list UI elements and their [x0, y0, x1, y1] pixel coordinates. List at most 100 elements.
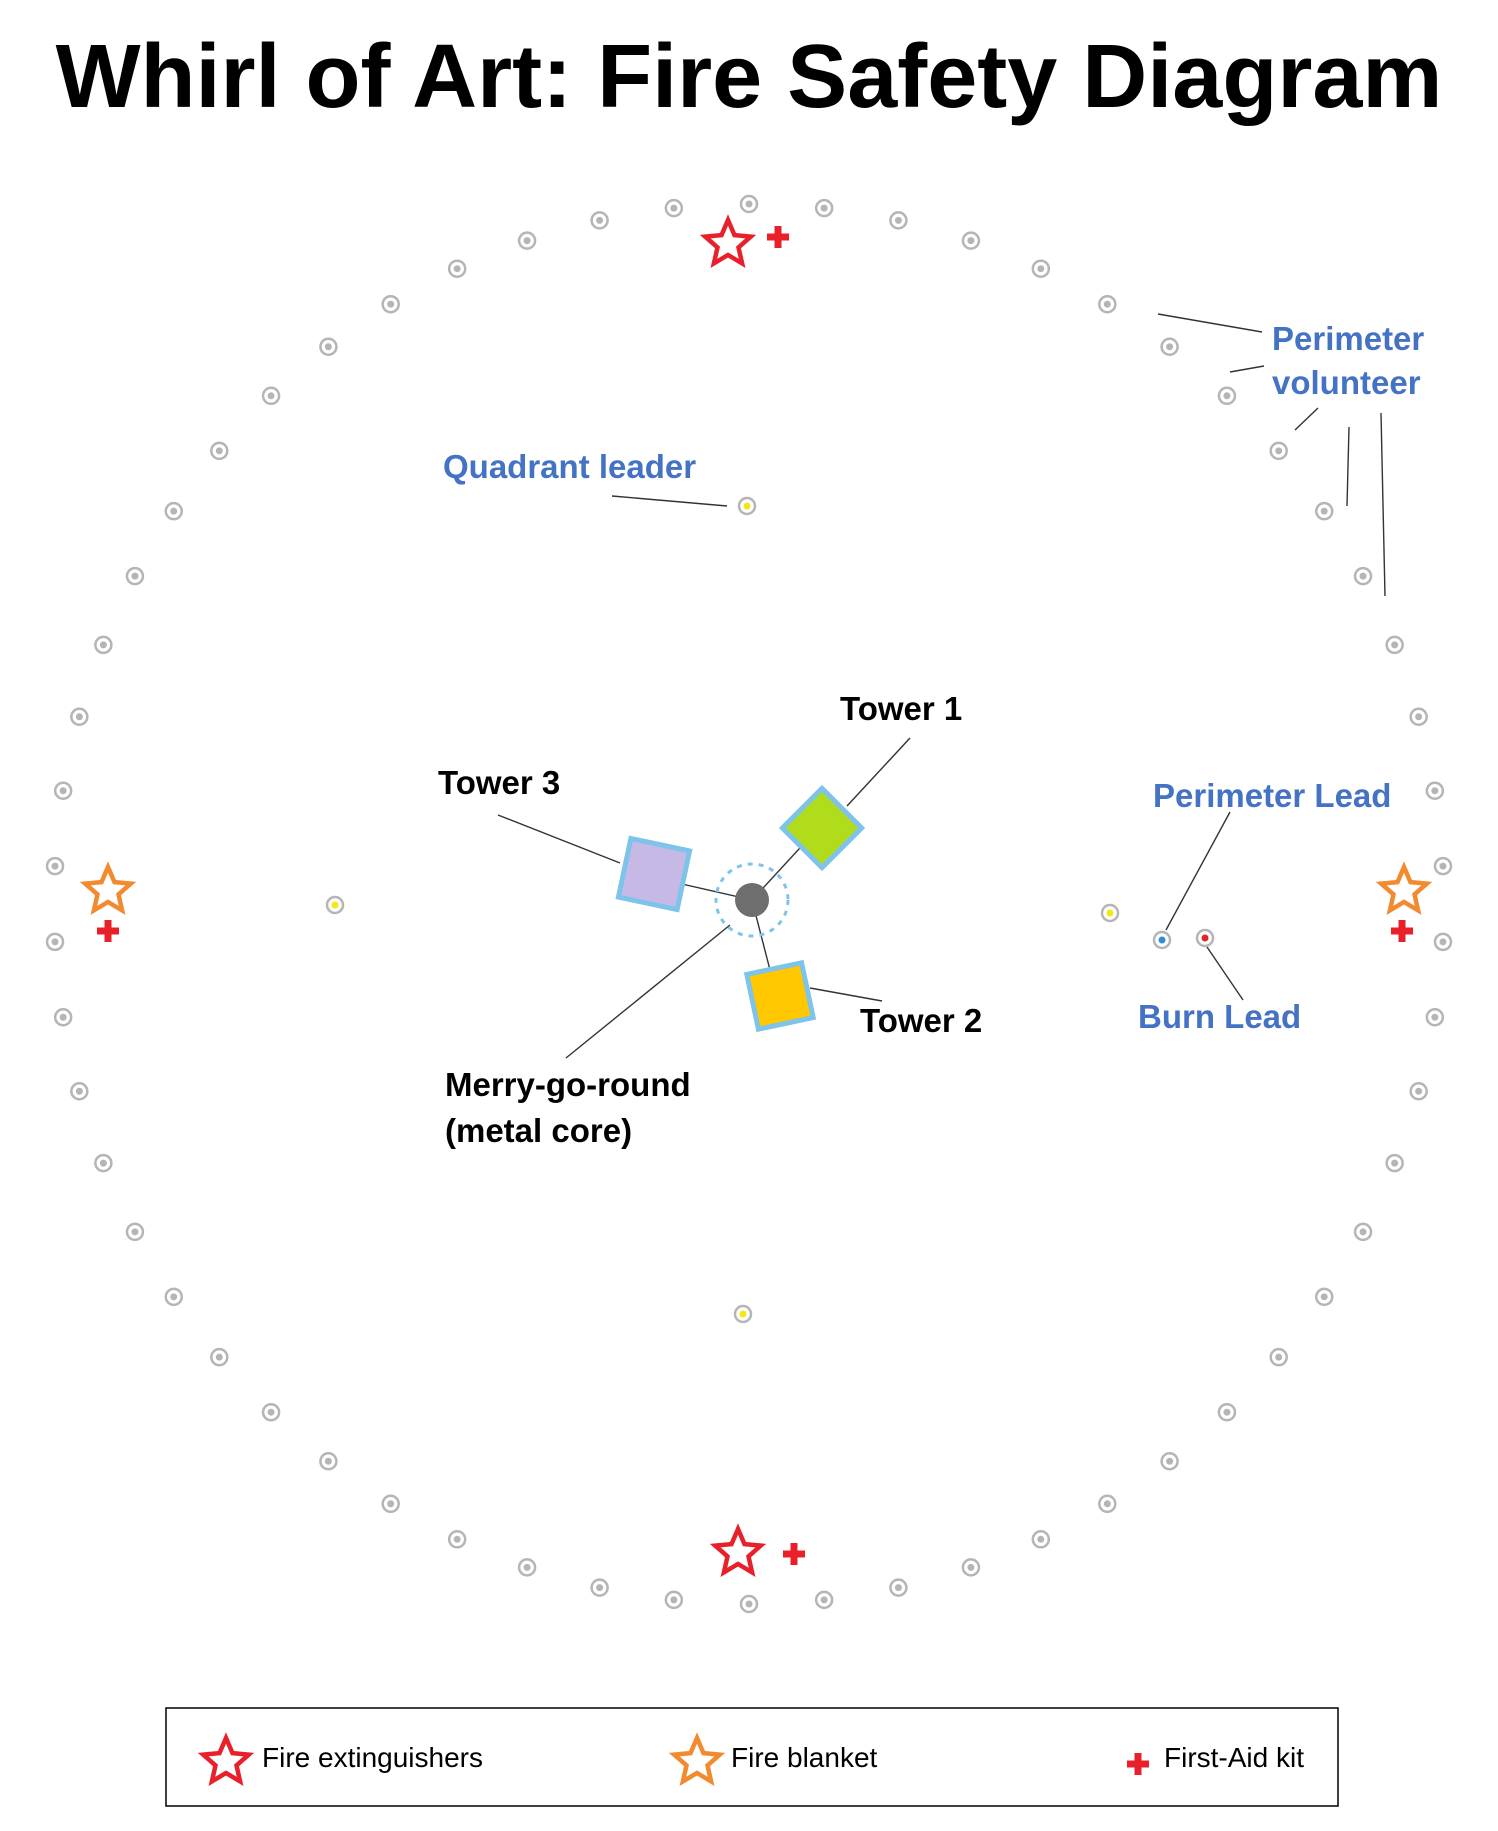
perimeter-volunteer-marker	[1098, 1494, 1117, 1514]
perimeter-volunteer-marker	[664, 1590, 684, 1610]
leader-line-merry-go-round	[565, 924, 731, 1059]
quadrant-leader-marker	[1100, 903, 1120, 923]
tower-2-square	[743, 959, 817, 1033]
perimeter-volunteer-marker	[125, 1222, 145, 1242]
perimeter-volunteer-marker	[381, 1494, 400, 1514]
perimeter-volunteer-marker	[210, 1347, 229, 1367]
legend-label-blanket: Fire blanket	[731, 1742, 878, 1773]
fire-blanket-star-icon	[1375, 861, 1433, 916]
quadrant-leader-marker	[737, 496, 757, 516]
perimeter-volunteer-marker	[517, 1558, 537, 1577]
leader-line-tower2	[809, 987, 883, 1002]
perimeter-volunteer-marker	[70, 707, 89, 726]
perimeter-volunteer-marker	[45, 856, 65, 876]
tower3-label: Tower 3	[438, 764, 560, 801]
first-aid-cross-icon	[767, 226, 789, 248]
perimeter-volunteer-marker	[961, 231, 981, 250]
perimeter-lead-label: Perimeter Lead	[1153, 777, 1391, 814]
perimeter-volunteer-marker	[961, 1558, 981, 1577]
leader-line-volunteer	[1157, 313, 1263, 333]
perimeter-volunteer-label-line1: Perimeter	[1272, 320, 1424, 357]
legend-red-cross-icon	[1127, 1753, 1149, 1775]
perimeter-volunteer-marker	[1269, 441, 1288, 461]
perimeter-volunteer-marker	[1385, 1153, 1404, 1173]
perimeter-volunteer-marker	[261, 1402, 281, 1422]
perimeter-volunteer-marker	[164, 1287, 184, 1307]
perimeter-volunteer-marker	[1385, 635, 1404, 655]
perimeter-volunteer-marker	[1031, 259, 1051, 278]
merry-go-round-label-line2: (metal core)	[445, 1112, 632, 1149]
perimeter-volunteer-marker	[517, 231, 537, 250]
perimeter-volunteer-marker	[1425, 781, 1445, 801]
first-aid-cross-icon	[1391, 920, 1413, 942]
fire-extinguisher-star-icon	[709, 1523, 767, 1578]
fire-blanket-star-icon	[79, 861, 137, 916]
leader-line-burn-lead	[1206, 946, 1244, 1001]
perimeter-volunteer-marker	[664, 198, 684, 218]
leader-line-volunteer	[1294, 407, 1319, 431]
perimeter-volunteer-marker	[739, 1594, 759, 1614]
tower1-label: Tower 1	[840, 690, 962, 727]
leader-line-volunteer	[1229, 365, 1265, 373]
perimeter-volunteer-marker	[319, 1452, 338, 1471]
perimeter-volunteer-marker	[590, 211, 609, 230]
perimeter-volunteer-marker	[319, 337, 338, 356]
leader-line-tower1	[846, 737, 911, 807]
burn-lead-label: Burn Lead	[1138, 998, 1301, 1035]
perimeter-volunteer-marker	[1160, 337, 1179, 356]
perimeter-volunteer-marker	[53, 1007, 73, 1027]
perimeter-volunteer-marker	[590, 1578, 609, 1597]
quadrant-leaders	[325, 496, 1120, 1324]
perimeter-volunteer-marker	[447, 259, 467, 278]
perimeter-volunteer-marker	[739, 194, 759, 214]
leader-line-volunteer	[1346, 426, 1350, 507]
safety-equipment-icons	[79, 214, 1433, 1578]
page-title: Whirl of Art: Fire Safety Diagram	[55, 27, 1443, 127]
perimeter-volunteer-marker	[1314, 1287, 1334, 1307]
legend-red-star-icon	[197, 1732, 255, 1787]
perimeter-volunteer-marker	[1314, 501, 1334, 521]
perimeter-volunteer-marker	[1031, 1530, 1051, 1549]
perimeter-volunteer-marker	[889, 211, 908, 230]
perimeter-volunteer-marker	[53, 781, 73, 801]
perimeter-volunteer-label-line2: volunteer	[1272, 364, 1421, 401]
leader-line-tower3	[497, 814, 621, 864]
perimeter-volunteer-marker	[1425, 1007, 1445, 1027]
burn-lead-marker	[1195, 928, 1215, 948]
perimeter-volunteer-marker	[94, 635, 113, 655]
legend-label-first-aid: First-Aid kit	[1164, 1742, 1304, 1773]
quadrant-leader-marker	[325, 895, 345, 915]
perimeter-volunteer-marker	[447, 1530, 467, 1549]
perimeter-volunteer-marker	[70, 1082, 89, 1101]
perimeter-volunteer-marker	[125, 566, 145, 586]
perimeter-volunteer-marker	[1409, 707, 1428, 726]
perimeter-volunteer-marker	[1217, 386, 1237, 406]
first-aid-cross-icon	[97, 920, 119, 942]
tower2-label: Tower 2	[860, 1002, 982, 1039]
leader-line-perimeter-lead	[1165, 811, 1231, 931]
leader-lines	[497, 313, 1386, 1059]
perimeter-volunteer-marker	[1353, 566, 1373, 586]
fire-extinguisher-star-icon	[699, 214, 757, 269]
perimeter-volunteer-marker	[94, 1153, 113, 1173]
leader-line-quadrant-leader	[611, 495, 728, 507]
perimeter-volunteer-marker	[1269, 1347, 1288, 1367]
perimeter-volunteer-marker	[1160, 1452, 1179, 1471]
legend: Fire extinguishers Fire blanket First-Ai…	[165, 1707, 1339, 1807]
perimeter-volunteer-marker	[814, 198, 834, 218]
perimeter-volunteer-marker	[1433, 856, 1453, 876]
perimeter-volunteer-marker	[1098, 294, 1117, 314]
legend-label-extinguisher: Fire extinguishers	[262, 1742, 483, 1773]
quadrant-leader-marker	[733, 1304, 753, 1324]
perimeter-volunteer-marker	[1433, 932, 1453, 952]
merry-go-round-label-line1: Merry-go-round	[445, 1066, 691, 1103]
perimeter-volunteer-marker	[814, 1590, 834, 1610]
perimeter-volunteer-marker	[889, 1578, 908, 1597]
leader-line-volunteer	[1380, 412, 1386, 597]
perimeter-volunteer-marker	[45, 932, 65, 952]
perimeter-volunteer-marker	[164, 501, 184, 521]
legend-box	[165, 1707, 1339, 1807]
perimeter-volunteer-marker	[381, 294, 400, 314]
first-aid-cross-icon	[783, 1543, 805, 1565]
perimeter-volunteer-marker	[1409, 1082, 1428, 1101]
